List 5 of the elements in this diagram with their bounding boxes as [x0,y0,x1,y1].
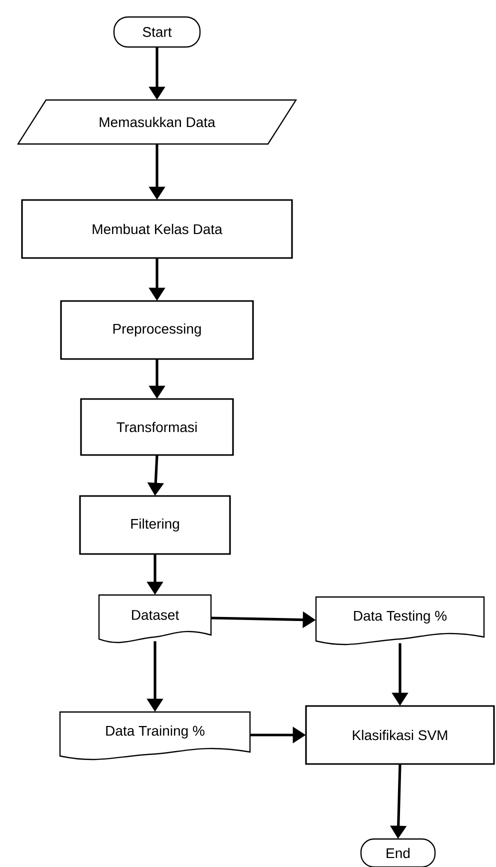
process-box: Preprocessing [60,300,254,360]
process-box: Filtering [79,495,231,555]
process-box: Klasifikasi SVM [305,705,495,765]
process-box: Membuat Kelas Data [21,199,293,259]
process-box: Transformasi [80,398,234,456]
